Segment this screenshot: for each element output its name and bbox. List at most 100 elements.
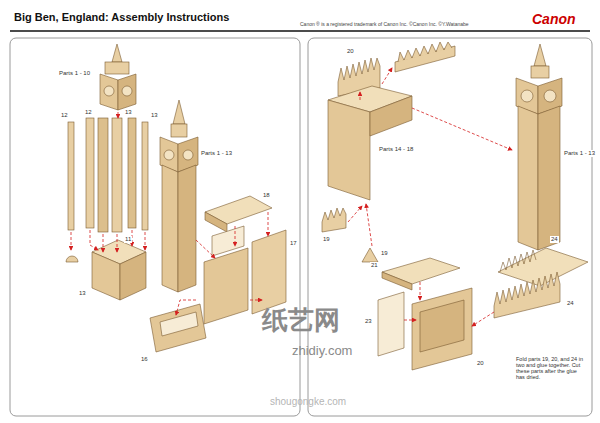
assembled-tower	[160, 100, 198, 292]
drawing-stroke	[112, 44, 122, 62]
drawing-stroke	[150, 304, 206, 352]
drawing-stroke	[162, 165, 178, 292]
drawing-stroke	[145, 232, 146, 250]
drawing-stroke	[531, 66, 549, 78]
drawing-stroke	[404, 320, 416, 321]
drawing-stroke	[104, 86, 114, 96]
drawing-stroke	[498, 248, 588, 286]
drawing-stroke	[544, 90, 556, 102]
panel-frame	[10, 38, 300, 416]
drawing-stroke	[250, 300, 262, 301]
drawing-stroke	[105, 62, 129, 74]
part-number: 20	[346, 48, 355, 55]
drawing-stroke	[521, 90, 533, 102]
drawing-stroke	[322, 208, 346, 232]
drawing-stroke	[176, 300, 196, 315]
drawing-stroke	[420, 300, 464, 352]
part-number: 18	[262, 192, 271, 199]
assembly-arrow	[348, 68, 512, 326]
watermark: shougongke.com	[270, 396, 346, 407]
drawing-stroke	[534, 44, 546, 66]
drawing-stroke	[90, 230, 98, 250]
part-number: 12	[84, 109, 93, 116]
drawing-stroke	[120, 252, 146, 300]
drawing-stroke	[518, 106, 538, 250]
drawing-stroke	[366, 204, 372, 246]
part-label: Parts 14 - 18	[378, 146, 414, 153]
drawing-stroke	[112, 118, 122, 232]
drawing-stroke	[412, 288, 472, 370]
drawing-stroke	[71, 232, 72, 250]
drawing-stroke	[128, 118, 136, 228]
drawing-stroke	[173, 100, 185, 124]
drawing-stroke	[538, 106, 560, 250]
assembly-arrow	[176, 212, 268, 315]
part-number: 19	[380, 250, 389, 257]
drawing-stroke	[117, 234, 118, 252]
copyright-note: Canon ® is a registered trademark of Can…	[300, 22, 469, 28]
drawing-stroke	[100, 74, 118, 110]
part-number: 24	[550, 236, 559, 243]
drawing-stroke	[98, 118, 108, 232]
building-parts	[328, 86, 472, 370]
drawing-stroke	[103, 234, 104, 252]
drawing-stroke	[412, 108, 512, 150]
part-label: Parts 1 - 10	[58, 70, 91, 77]
drawing-stroke	[196, 240, 215, 258]
part-number: 16	[140, 356, 149, 363]
header-rule	[10, 30, 590, 32]
drawing-stroke	[183, 150, 193, 160]
part-number: 24	[566, 300, 575, 307]
drawing-stroke	[494, 272, 560, 318]
drawing-stroke	[420, 282, 421, 300]
part-number: 21	[370, 262, 379, 269]
drawing-stroke	[205, 212, 227, 232]
panel-frame	[308, 38, 592, 416]
drawing-stroke	[370, 96, 412, 136]
drawing-stroke	[362, 248, 378, 262]
drawing-stroke	[382, 272, 412, 290]
part-number: 23	[364, 318, 373, 325]
brand-logo: Canon	[532, 12, 576, 27]
header-title: Big Ben, England: Assembly Instructions	[14, 11, 229, 23]
exploded-tower	[66, 44, 148, 300]
drawing-stroke	[398, 42, 452, 62]
drawing-stroke	[142, 122, 148, 230]
drawing-stroke	[118, 112, 119, 118]
fold-note: Fold parts 19, 20, and 24 in two and glu…	[516, 356, 586, 380]
drawing-stroke	[500, 250, 536, 272]
part-number: 11	[124, 236, 132, 243]
drawing-stroke	[164, 150, 174, 160]
part-number: 19	[322, 236, 331, 243]
drawing-stroke	[268, 212, 269, 236]
part-label: Parts 1 - 13	[200, 150, 233, 157]
drawing-stroke	[235, 226, 236, 246]
watermark: zhidiy.com	[292, 344, 352, 358]
part-number: 12	[60, 112, 69, 119]
assembly-arrow	[71, 112, 145, 252]
drawing-stroke	[382, 68, 392, 84]
drawing-stroke	[66, 256, 78, 262]
part-number: 13	[78, 290, 87, 297]
drawing-stroke	[472, 312, 494, 326]
drawing-stroke	[360, 92, 361, 100]
part-number: 20	[476, 360, 485, 367]
drawing-stroke	[118, 74, 136, 110]
comb-parts	[494, 248, 588, 318]
part-number: 17	[289, 240, 298, 247]
drawing-stroke	[378, 292, 404, 356]
drawing-stroke	[348, 206, 362, 222]
drawing-stroke	[212, 226, 244, 256]
drawing-stroke	[122, 86, 132, 96]
part-number: 13	[124, 109, 133, 116]
drawing-stroke	[68, 122, 74, 230]
part-number: 13	[150, 112, 159, 119]
drawing-stroke	[86, 118, 94, 228]
assembled-tower	[516, 44, 562, 250]
drawing-stroke	[328, 100, 370, 200]
drawing-stroke	[160, 312, 198, 336]
part-label: Parts 1 - 13	[563, 150, 596, 157]
drawing-stroke	[171, 124, 187, 137]
drawing-stroke	[178, 165, 196, 292]
